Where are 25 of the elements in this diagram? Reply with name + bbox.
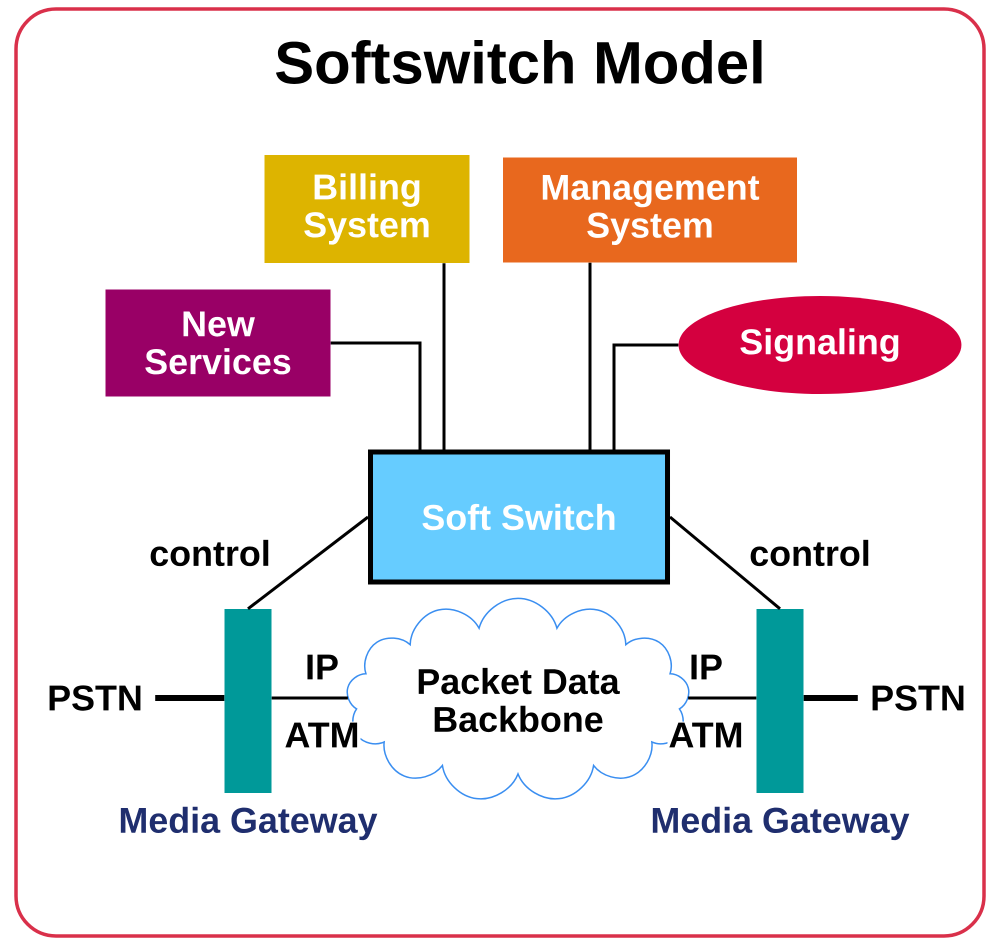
pstn-text: PSTN [50,685,140,711]
edge-label: control [748,538,872,568]
connector-line [155,695,224,701]
switch-box: Soft Switch [368,450,670,584]
connector-line [330,342,422,450]
connector-line [588,262,592,450]
node-label: Media Gateway [652,806,910,840]
connector-line [247,516,369,610]
system-box: Management System [503,158,797,262]
connector-line [688,696,756,700]
connector-line [669,516,781,610]
edge-label: control [148,538,272,568]
connector-line [804,695,858,701]
edge-label: IP [688,654,724,680]
system-box: Billing System [264,155,470,263]
connector-line [272,696,348,700]
title: Softswitch Model [276,40,762,84]
edge-label: IP [304,654,340,680]
protocol-label: ATM [668,722,745,748]
connector-line [612,344,678,450]
connector-line [442,263,446,450]
service-box: New Services [106,290,330,396]
node-label: Media Gateway [120,806,378,840]
protocol-label: ATM [284,722,361,748]
pstn-text: PSTN [872,685,964,711]
